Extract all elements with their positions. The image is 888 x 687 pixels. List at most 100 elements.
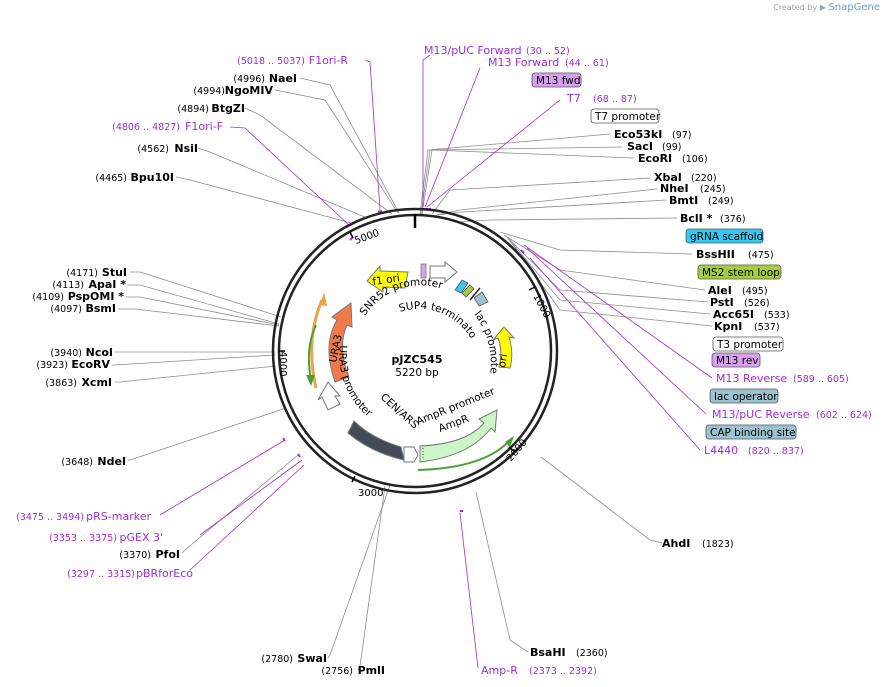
enzyme-labels-right: Eco53kI (97) SacI (99) EcoRI (106) XbaI … (530, 128, 790, 659)
svg-text:T3 promoter: T3 promoter (716, 339, 783, 351)
enzyme-apai[interactable]: ApaI * (89, 278, 127, 291)
ura3-promoter-feature[interactable] (317, 381, 342, 411)
enzyme-pspomi-pos: (4109) (32, 292, 64, 303)
green-arc-marker-left (307, 324, 317, 381)
primer-l4440[interactable]: L4440 (704, 444, 738, 457)
enzyme-xbai[interactable]: XbaI (654, 171, 682, 184)
enzyme-ecori[interactable]: EcoRI (638, 152, 672, 165)
box-ms2-stem-loop[interactable]: MS2 stem loop (697, 264, 782, 280)
enzyme-bsmi[interactable]: BsmI (86, 302, 117, 315)
enzyme-stui[interactable]: StuI (102, 266, 127, 279)
ampr-promoter-feature[interactable] (403, 446, 419, 463)
enzyme-ngomiv-pos: (4994) (193, 86, 225, 97)
box-grna-scaffold[interactable]: gRNA scaffold (685, 228, 764, 244)
primer-m13-puc-reverse[interactable]: M13/pUC Reverse (712, 408, 810, 421)
enzyme-psti[interactable]: PstI (710, 296, 734, 309)
enzyme-nsii[interactable]: NsiI (174, 142, 198, 155)
svg-text:MS2 stem loop: MS2 stem loop (702, 267, 780, 279)
enzyme-ecorv[interactable]: EcoRV (71, 358, 110, 371)
enzyme-pmli[interactable]: PmlI (358, 664, 385, 677)
ori-feature[interactable] (492, 326, 516, 369)
cen-ars-label: CEN/ARS (378, 391, 421, 431)
enzyme-stui-pos: (4171) (66, 268, 98, 279)
enzyme-connector-lines (112, 77, 713, 671)
primer-pbrforeco[interactable]: pBRforEco (136, 567, 193, 580)
enzyme-bsahi[interactable]: BsaHI (530, 646, 566, 659)
enzyme-pfoi[interactable]: PfoI (156, 548, 181, 561)
primer-t7-pos: (68 .. 87) (593, 94, 637, 105)
primer-m13-reverse-pos: (589 .. 605) (793, 374, 849, 385)
enzyme-ncoi[interactable]: NcoI (86, 346, 113, 359)
svg-text:lac operator: lac operator (714, 391, 778, 403)
enzyme-saci[interactable]: SacI (627, 140, 653, 153)
svg-text:M13 fwd: M13 fwd (536, 75, 581, 87)
f1-ori-label: f1 ori (372, 272, 401, 288)
enzyme-xcmi[interactable]: XcmI (81, 376, 112, 389)
primer-m13-reverse[interactable]: M13 Reverse (716, 372, 787, 385)
ura3-promoter-label: URA3 promoter (336, 345, 374, 420)
f1-ori-feature[interactable] (366, 264, 409, 293)
enzyme-bmti-pos: (249) (708, 196, 734, 207)
box-m13-rev[interactable]: M13 rev (711, 352, 761, 368)
backbone-outer-ring (271, 207, 559, 495)
primer-m13-puc-forward-pos: (30 .. 52) (526, 46, 570, 57)
box-t3-promoter[interactable]: T3 promoter (712, 336, 784, 352)
ms2-mark (461, 284, 475, 298)
enzyme-bsahi-pos: (2360) (576, 648, 608, 659)
enzyme-kpni[interactable]: KpnI (714, 320, 742, 333)
enzyme-bpu10i[interactable]: Bpu10I (131, 171, 175, 184)
enzyme-nhei[interactable]: NheI (660, 182, 689, 195)
enzyme-bcli[interactable]: BclI * (680, 212, 713, 225)
primer-pbrforeco-pos: (3297 .. 3315) (67, 569, 135, 580)
enzyme-eco53ki-pos: (97) (672, 130, 692, 141)
enzyme-pspomi[interactable]: PspOMI * (68, 290, 125, 303)
snr52-promoter-feature[interactable] (429, 260, 458, 284)
primer-m13-forward[interactable]: M13 Forward (488, 56, 559, 69)
enzyme-pfoi-pos: (3370) (119, 550, 151, 561)
primer-l4440-pos: (820 .. 837) (748, 446, 804, 457)
grna-scaffold-mark (454, 279, 469, 294)
plasmid-name: pJZC545 (392, 353, 443, 366)
enzyme-swai[interactable]: SwaI (297, 652, 327, 665)
tick-label-4000: 4000 (277, 351, 288, 376)
enzyme-ngomiv[interactable]: NgoMIV (225, 84, 274, 97)
enzyme-bpu10i-pos: (4465) (95, 173, 127, 184)
enzyme-ndei-pos: (3648) (61, 457, 93, 468)
svg-text:M13 rev: M13 rev (716, 355, 759, 367)
enzyme-ahdi[interactable]: AhdI (662, 537, 690, 550)
enzyme-naei-pos: (4996) (233, 74, 265, 85)
enzyme-bmti[interactable]: BmtI (669, 194, 698, 207)
orange-arc-marker (310, 299, 324, 389)
primer-prs-marker-pos: (3475 .. 3494) (16, 512, 84, 523)
primer-prs-marker[interactable]: pRS-marker (86, 510, 151, 523)
tick-label-5000: 5000 (353, 228, 381, 247)
primer-pgex[interactable]: pGEX 3' (119, 531, 163, 544)
primer-pgex-pos: (3353 .. 3375) (49, 533, 117, 544)
primer-amp-r-pos: (2373 .. 2392) (529, 666, 597, 677)
primer-f1ori-f[interactable]: F1ori-F (185, 120, 223, 133)
ura3-feature[interactable] (328, 302, 353, 383)
svg-text:T7 promoter: T7 promoter (594, 111, 661, 123)
primer-m13-puc-forward[interactable]: M13/pUC Forward (424, 44, 522, 57)
box-t7-promoter[interactable]: T7 promoter (590, 108, 661, 124)
enzyme-ndei[interactable]: NdeI (97, 455, 126, 468)
cen-ars-feature[interactable] (347, 420, 405, 461)
enzyme-btgzi[interactable]: BtgZI (211, 102, 245, 115)
enzyme-pmli-pos: (2756) (321, 666, 353, 677)
enzyme-saci-pos: (99) (662, 142, 682, 153)
ampr-feature[interactable] (419, 409, 498, 463)
enzyme-bsmi-pos: (4097) (50, 304, 82, 315)
enzyme-alei[interactable]: AleI (708, 284, 732, 297)
primer-f1ori-r[interactable]: F1ori-R (309, 54, 349, 67)
primer-t7[interactable]: T7 (566, 92, 581, 105)
enzyme-naei[interactable]: NaeI (269, 72, 297, 85)
enzyme-acc65i[interactable]: Acc65I (713, 308, 754, 321)
enzyme-bsshii[interactable]: BssHII (696, 248, 735, 261)
primer-amp-r[interactable]: Amp-R (481, 664, 518, 677)
tick-label-3000: 3000 (358, 488, 383, 499)
enzyme-eco53ki[interactable]: Eco53kI (614, 128, 662, 141)
box-m13-fwd[interactable]: M13 fwd (531, 72, 582, 88)
box-cap-binding-site[interactable]: CAP binding site (705, 424, 797, 440)
box-lac-operator[interactable]: lac operator (709, 388, 779, 404)
